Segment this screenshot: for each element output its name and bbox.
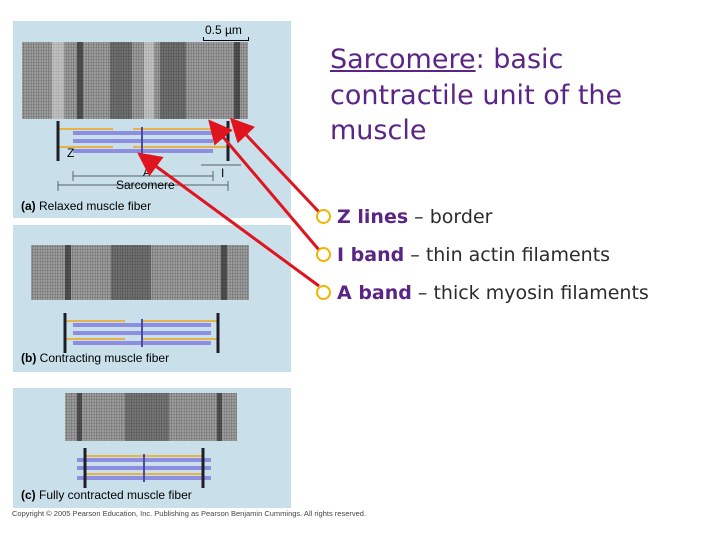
bullet-list: Z lines – border I band – thin actin fil… <box>316 200 720 314</box>
caption-letter-a: (a) <box>21 199 36 213</box>
title-rest: : basic contractile unit of the muscle <box>330 44 623 147</box>
slide-title: Sarcomere: basic contractile unit of the… <box>330 42 700 149</box>
bullet-ring-icon <box>316 247 331 262</box>
title-key-term: Sarcomere <box>330 44 476 75</box>
bullet-i-band: I band – thin actin filaments <box>316 238 720 276</box>
bullet-desc: – thin actin filaments <box>404 244 611 266</box>
bullet-desc: – border <box>408 206 493 228</box>
contracted-filament-diagram <box>77 448 211 488</box>
bullet-desc: – thick myosin filaments <box>411 282 649 304</box>
bullet-z-lines: Z lines – border <box>316 200 720 238</box>
contracting-caption: (b) Contracting muscle fiber <box>21 351 169 365</box>
contracted-micrograph <box>65 393 237 441</box>
contracting-filament-diagram <box>63 313 220 353</box>
relaxed-filament-diagram <box>56 121 241 191</box>
bullet-ring-icon <box>316 209 331 224</box>
contracting-muscle-panel: (b) Contracting muscle fiber <box>13 225 291 372</box>
bullet-ring-icon <box>316 285 331 300</box>
i-band-label: I <box>221 166 225 180</box>
scale-bar <box>203 37 249 41</box>
bullet-term: Z lines <box>337 206 409 228</box>
caption-text-c: Fully contracted muscle fiber <box>39 488 192 502</box>
bullet-term: I band <box>337 244 405 266</box>
contracted-caption: (c) Fully contracted muscle fiber <box>21 488 192 502</box>
caption-letter-c: (c) <box>21 488 36 502</box>
arrow-i-band <box>208 119 321 251</box>
bullet-term: A band <box>337 282 412 304</box>
relaxed-caption: (a) Relaxed muscle fiber <box>21 199 151 213</box>
arrow-z-lines <box>229 117 321 214</box>
contracting-micrograph <box>31 245 249 300</box>
sarcomere-label: Sarcomere <box>116 178 175 192</box>
relaxed-micrograph <box>22 42 248 119</box>
caption-text-a: Relaxed muscle fiber <box>39 199 152 213</box>
relaxed-muscle-panel: 0.5 µm Z H A I Sarcomere (a) Relaxed mus… <box>13 21 291 218</box>
caption-letter-b: (b) <box>21 351 37 365</box>
arrow-a-band <box>137 152 320 288</box>
fully-contracted-panel: (c) Fully contracted muscle fiber <box>13 388 291 508</box>
bullet-a-band: A band – thick myosin filaments <box>316 276 720 314</box>
scale-bar-label: 0.5 µm <box>205 23 242 37</box>
z-line-label: Z <box>67 146 75 160</box>
caption-text-b: Contracting muscle fiber <box>39 351 170 365</box>
copyright-notice: Copyright © 2005 Pearson Education, Inc.… <box>12 509 367 518</box>
